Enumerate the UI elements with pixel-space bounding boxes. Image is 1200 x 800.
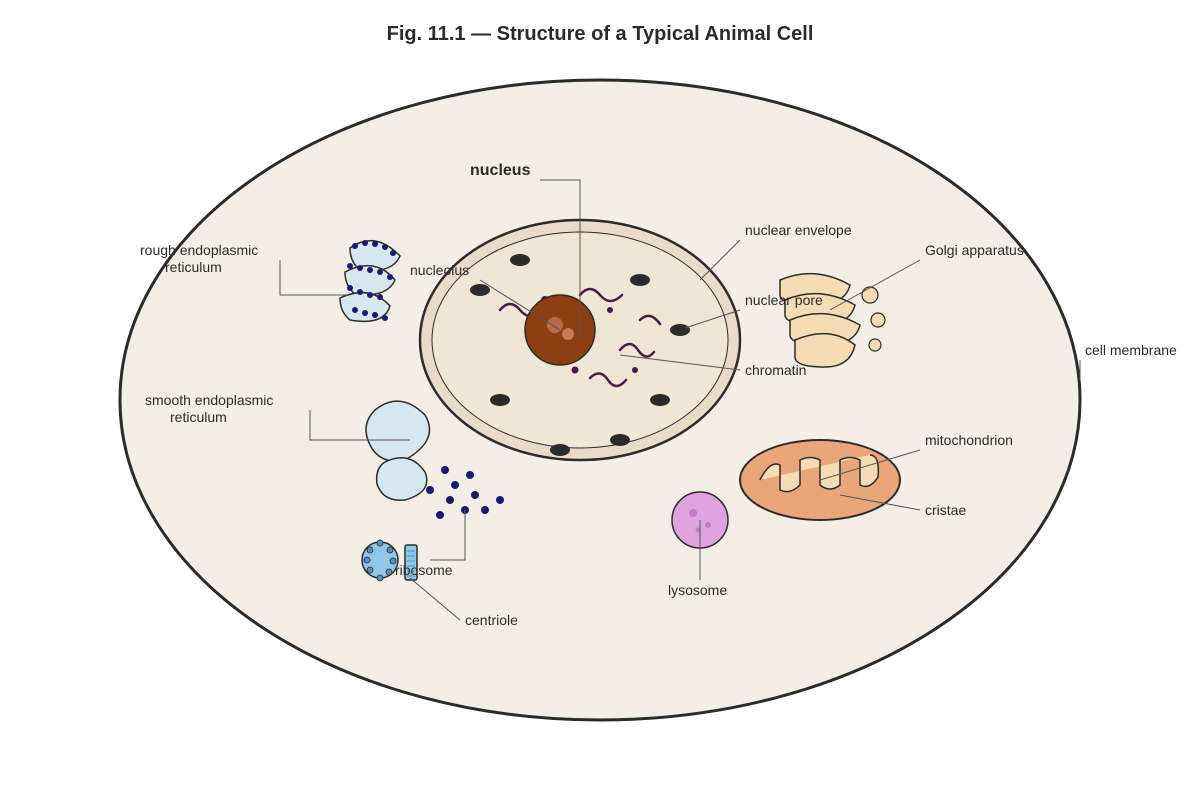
nuclear-pore	[610, 434, 630, 446]
label-nuclear-envelope: nuclear envelope	[745, 222, 852, 238]
nuclear-pore	[650, 394, 670, 406]
ribosome-dot	[451, 481, 459, 489]
chromatin-granule	[632, 367, 638, 373]
ribosome-dot	[382, 315, 388, 321]
ribosome-dot	[390, 250, 396, 256]
ribosome-dot	[357, 289, 363, 295]
ribosome-dot	[377, 294, 383, 300]
rough-er	[339, 239, 401, 323]
golgi-apparatus	[779, 272, 886, 368]
ribosome-dot	[382, 244, 388, 250]
microtubule-triplet	[363, 556, 371, 564]
smooth-er-tubule	[375, 457, 428, 501]
nuclear-pore	[550, 444, 570, 456]
rough-er-ribosomes	[347, 240, 396, 321]
centriole	[361, 539, 418, 582]
ribosome-dot	[362, 240, 368, 246]
ribosome-dot	[387, 274, 393, 280]
golgi-vesicle	[868, 338, 882, 352]
ribosome-dot	[372, 241, 378, 247]
smooth-er	[365, 400, 431, 501]
golgi-vesicle	[861, 286, 879, 304]
ribosome-dot	[347, 263, 353, 269]
ribosome-dot	[357, 265, 363, 271]
ribosome-dot	[446, 496, 454, 504]
microtubule-triplet	[376, 574, 384, 582]
nuclear-pores	[470, 254, 690, 456]
leader-cristae	[839, 494, 921, 511]
leader-golgi	[829, 259, 921, 311]
lysosome-granule	[689, 509, 697, 517]
leader-ribosome	[430, 510, 466, 561]
lysosome-granule	[695, 527, 701, 533]
ribosome-dot	[426, 486, 434, 494]
ribosome-dot	[372, 312, 378, 318]
ribosome-dot	[352, 307, 358, 313]
leader-nuclear-envelope	[699, 239, 741, 281]
microtubule-triplet	[389, 557, 397, 565]
chromatin-strand	[588, 372, 628, 388]
chromatin-strand	[578, 287, 624, 303]
label-nucleolus: nucleolus	[410, 262, 469, 278]
label-cell-membrane: cell membrane	[1085, 342, 1177, 358]
ribosome-dot	[367, 267, 373, 273]
leader-chromatin	[619, 354, 741, 371]
chromatin-strand	[618, 342, 656, 358]
ribosome-dot	[377, 269, 383, 275]
ribosome-dot	[496, 496, 504, 504]
ribosome-dot	[481, 506, 489, 514]
microtubule-triplet	[366, 546, 374, 554]
label-golgi: Golgi apparatus	[925, 242, 1024, 258]
label-nucleus: nucleus	[470, 162, 531, 179]
leader-smooth-er	[309, 410, 410, 441]
microtubule-triplet	[366, 566, 374, 574]
microtubule-triplet	[385, 568, 393, 576]
golgi-vesicle	[870, 312, 886, 328]
leader-nucleus	[540, 179, 581, 340]
ribosome-dot	[362, 310, 368, 316]
label-smooth-er-line1: smooth endoplasmic	[145, 392, 273, 408]
chromatin-granule	[607, 307, 613, 313]
leader-rough-er	[279, 260, 350, 296]
label-ribosome: ribosome	[395, 562, 453, 578]
leader-nuclear-pore	[684, 309, 741, 329]
cristae	[759, 454, 880, 493]
label-centriole: centriole	[465, 612, 518, 628]
label-rough-er-line1: rough endoplasmic	[140, 242, 258, 258]
leader-mitochondrion	[819, 449, 921, 481]
ribosome-dot	[466, 471, 474, 479]
ribosome-dot	[347, 285, 353, 291]
nuclear-pore	[490, 394, 510, 406]
label-chromatin: chromatin	[745, 362, 806, 378]
label-nuclear-pore: nuclear pore	[745, 292, 823, 308]
label-smooth-er-line2: reticulum	[170, 409, 227, 425]
chromatin-granule	[571, 366, 579, 374]
ribosome-dot	[441, 466, 449, 474]
ribosome-dot	[471, 491, 479, 499]
ribosome-dot	[352, 243, 358, 249]
nucleolus-highlight	[547, 317, 563, 333]
leader-lines	[279, 179, 1081, 621]
nuclear-pore	[510, 254, 530, 266]
label-cristae: cristae	[925, 502, 966, 518]
leader-centriole	[409, 577, 461, 621]
ribosome-dot	[436, 511, 444, 519]
microtubule-triplet	[386, 546, 394, 554]
lysosome-granule	[705, 522, 711, 528]
label-rough-er-line2: reticulum	[165, 259, 222, 275]
microtubule-triplet	[376, 539, 384, 547]
nuclear-pore	[470, 284, 490, 296]
label-mitochondrion: mitochondrion	[925, 432, 1013, 448]
label-lysosome: lysosome	[668, 582, 727, 598]
golgi-cisterna	[794, 332, 856, 368]
figure-title: Fig. 11.1 — Structure of a Typical Anima…	[387, 23, 814, 45]
nuclear-pore	[670, 324, 690, 336]
ribosome-dot	[367, 292, 373, 298]
nuclear-pore	[630, 274, 650, 286]
chromatin-strand	[638, 314, 662, 326]
nucleolus-highlight	[562, 328, 574, 340]
leader-nucleolus	[479, 279, 561, 331]
